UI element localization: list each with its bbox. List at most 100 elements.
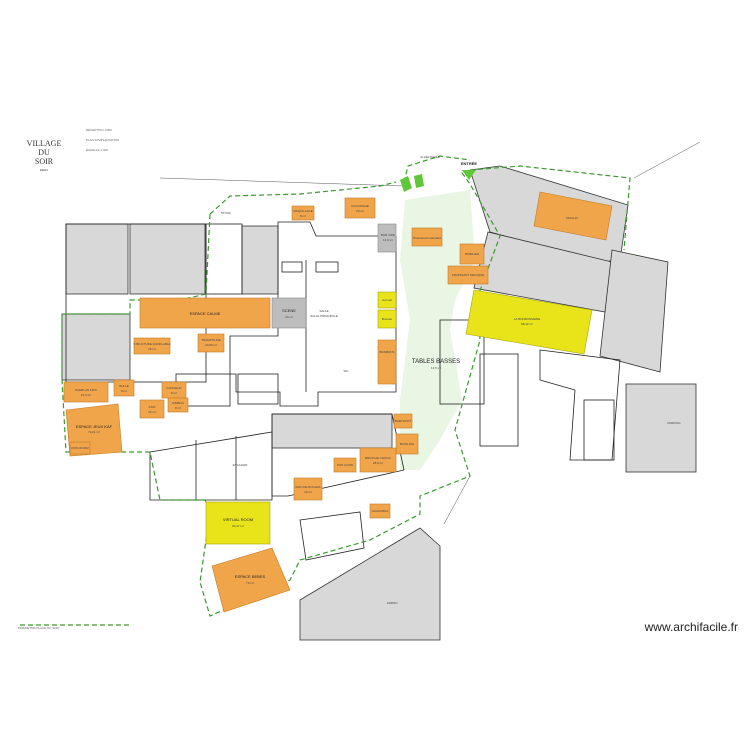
label-trampoline-area: 10,80 m²	[205, 343, 217, 347]
zone-bar-vide	[377, 223, 397, 253]
label-croissant: CROISSANT MAGIQUE	[452, 273, 484, 277]
label-wc: WC	[344, 369, 350, 373]
zone-accueil	[377, 291, 397, 309]
label-accueil: Accueil	[382, 298, 392, 302]
label-kaeblan-kids-area: 23,3 m²	[81, 393, 91, 397]
entrance: ENTRÉE	[400, 161, 477, 192]
label-tables-basses: TABLES BASSES	[412, 359, 460, 365]
arrow-icon-2	[414, 174, 424, 188]
zone-kapi	[139, 399, 165, 419]
label-kimboa-area: 8 m²	[175, 406, 181, 410]
zone-photo-booth	[411, 227, 443, 247]
entrance-arrow-icon	[462, 170, 476, 180]
zone-structure-gonflable	[133, 337, 171, 355]
label-tables-basses-area: 12,5 m²	[431, 366, 441, 370]
label-photo-booth: Photobooth standard	[413, 236, 441, 240]
zone-kaeblan-kids	[63, 381, 109, 403]
label-structure-gonflable: STRUCTURE GONFLABLE	[133, 342, 170, 346]
label-bowling: BOWLING	[400, 442, 415, 446]
label-escalier: ESCALIER	[233, 463, 249, 467]
label-parking: PARKING	[667, 421, 681, 425]
label-moulin: MOULIN	[566, 216, 578, 220]
zone-la-bonbonniere	[465, 289, 593, 355]
label-legocrea: LEGOCREA	[372, 509, 389, 513]
label-scene-area: 30 m²	[285, 315, 293, 319]
header-notes: RÉCEPTION 1/300 PLAN D'IMPLANTATION ÉCHE…	[86, 127, 119, 152]
label-kaeblan-kids: KAEBLAN KIDS	[75, 388, 97, 392]
header-note-1: RÉCEPTION 1/300	[86, 127, 112, 132]
zone-scene	[271, 297, 307, 329]
label-espace-jeux-kaf: ESPACE JEUX KAF	[76, 424, 113, 429]
footer: PÉRIMÈTRE PLACE DU SOIR	[18, 625, 60, 630]
label-kimboa: KIMBOA	[172, 401, 184, 405]
label-kidsroom: KIDS ROOM	[71, 446, 89, 450]
label-maquillage: MAQUILLAGE	[293, 209, 313, 213]
label-brioche: BRIOCHE CHOCO	[365, 456, 391, 460]
label-virtual-room: VIRTUAL ROOM	[223, 517, 253, 522]
perimeter	[20, 155, 631, 626]
zone-croissant	[447, 265, 489, 285]
label-salle-sub: SALLE PRINCIPALE	[310, 314, 338, 318]
zone-bonbons	[377, 339, 397, 385]
zone-coloriage	[344, 197, 376, 219]
label-bar-vide-area: 12,6 m²	[383, 238, 393, 242]
logo-line-1: VILLAGE	[27, 139, 62, 148]
label-espace-calme: ESPACE CALME	[190, 311, 221, 316]
zone-kimboa	[167, 397, 189, 413]
zone-popcorn	[333, 457, 357, 473]
zone-buvette	[377, 309, 397, 329]
zone-brioche	[359, 447, 397, 473]
zone-espace-calme	[139, 297, 271, 329]
label-jardin: JARDIN	[387, 601, 398, 605]
arrow-icon-1	[400, 176, 412, 192]
label-glisseur-area: 8 m²	[171, 391, 177, 395]
zone-trampoline	[197, 333, 225, 353]
label-stock: STOCK	[221, 211, 231, 215]
label-babyfoot: BABYFOOT	[395, 419, 412, 423]
zone-kidsroom	[69, 441, 91, 455]
label-bar-vide: BAR VIDE	[381, 233, 395, 237]
zone-bain-boules	[293, 477, 323, 501]
watermark: www.archifacile.fr	[644, 620, 738, 634]
header-note-2: PLAN D'IMPLANTATION	[86, 138, 119, 142]
label-trampoline: TRAMPOLINE	[201, 338, 221, 342]
label-bain-boules-area: 16 m²	[304, 490, 312, 494]
zone-maquillage	[291, 205, 315, 221]
zone-mobilier	[459, 243, 485, 265]
zone-legocrea	[369, 503, 391, 519]
logo-line-4: PARIS	[40, 168, 49, 172]
zone-bulle	[113, 379, 135, 397]
zones: ESPACE CALME SCENE 30 m² SALLE SALLE PRI…	[63, 191, 613, 613]
label-espace-bebes-area: 70 m²	[246, 581, 254, 585]
label-coloriage-area: 20 m²	[356, 209, 364, 213]
label-popcorn: POP CORN	[337, 463, 353, 467]
zone-espace-bebes	[211, 547, 291, 613]
label-bain-boules: BAIN DE BOULES	[295, 485, 320, 489]
logo-line-2: DU	[38, 148, 50, 157]
footer-legend: PÉRIMÈTRE PLACE DU SOIR	[18, 625, 60, 630]
label-la-bonbonniere-area: 68,32 m²	[521, 322, 533, 326]
misc-labels: ALLÉE PAVÉE PARKING JARDIN STOCK WC ESCA…	[221, 154, 681, 605]
buildings	[61, 165, 697, 641]
label-espace-jeux-kaf-area: 73,21 m²	[88, 430, 100, 434]
label-kapi: KAPI	[149, 405, 156, 409]
zone-bowling	[395, 433, 419, 455]
label-glisseur: GLISSEUR	[166, 386, 182, 390]
label-mobilier: MOBILIER	[465, 252, 480, 256]
label-buvette: Buvette	[382, 317, 393, 321]
header-note-3: ÉCHELLE 1:300	[86, 147, 108, 152]
label-espace-bebes: ESPACE BEBES	[235, 574, 266, 579]
label-brioche-area: 28,8 m²	[373, 461, 383, 465]
zone-moulin	[533, 191, 613, 241]
logo-line-3: SOIR	[35, 157, 54, 166]
label-street: ALLÉE PAVÉE	[420, 154, 440, 159]
zone-virtual-room	[205, 501, 271, 545]
walkway	[400, 190, 475, 470]
label-kapi-area: 16 m²	[148, 410, 156, 414]
logo: VILLAGE DU SOIR PARIS	[27, 139, 62, 172]
label-structure-gonflable-area: 16 m²	[148, 347, 156, 351]
label-coloriage: COLORIAGE	[351, 204, 369, 208]
label-scene: SCENE	[282, 308, 296, 313]
label-salle: SALLE	[319, 309, 328, 313]
